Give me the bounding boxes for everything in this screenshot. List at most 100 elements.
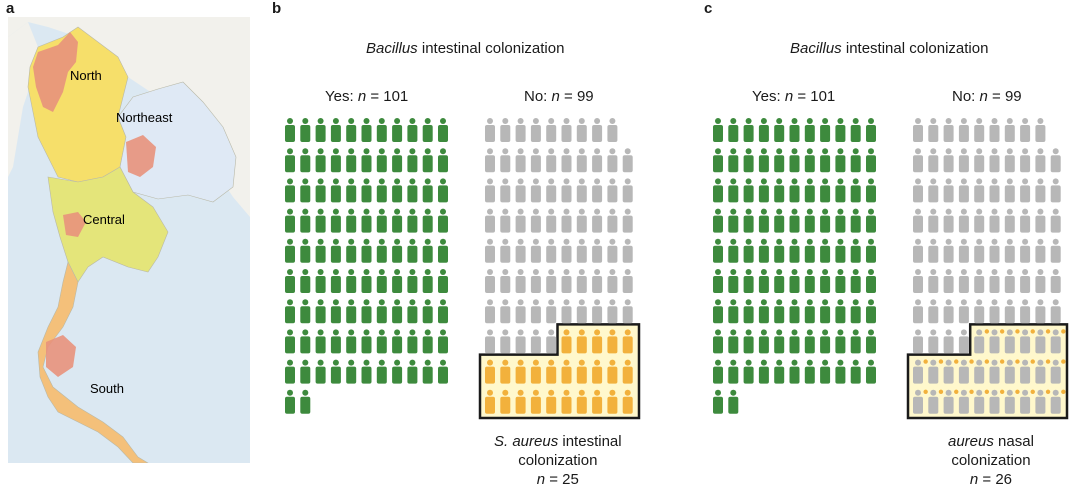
- yes-person-icon: [850, 178, 861, 203]
- yes-person-icon: [407, 299, 418, 324]
- highlight-province-northeast: [126, 135, 156, 177]
- region-central: [47, 166, 169, 283]
- yes-person-icon: [407, 329, 418, 354]
- highlight-person-icon: [1050, 389, 1061, 414]
- panel-b-caption: S. aureus intestinal colonization n = 25: [494, 432, 622, 489]
- highlight-dot: [999, 359, 1005, 364]
- highlight-person-icon: [592, 359, 603, 384]
- yes-person-icon: [758, 208, 769, 233]
- thailand-map: North Northeast Central South: [8, 17, 250, 463]
- yes-person-icon: [346, 238, 357, 263]
- yes-person-icon: [835, 118, 846, 142]
- highlight-person-icon: [576, 329, 587, 354]
- highlight-dot: [969, 389, 974, 394]
- yes-person-icon: [774, 359, 785, 384]
- thailand-map-svg: North Northeast Central South: [8, 17, 250, 463]
- no-person-icon: [913, 238, 923, 263]
- yes-person-icon: [789, 148, 800, 173]
- no-person-icon: [561, 269, 572, 293]
- yes-person-icon: [361, 269, 372, 293]
- yes-person-icon: [376, 269, 387, 293]
- no-person-icon: [546, 208, 557, 233]
- yes-person-icon: [774, 118, 785, 142]
- no-person-icon: [561, 118, 572, 142]
- highlight-person-icon: [989, 359, 1000, 384]
- yes-person-icon: [438, 359, 448, 384]
- no-person-icon: [485, 148, 495, 173]
- yes-person-icon: [866, 148, 876, 173]
- no-person-icon: [1035, 178, 1046, 203]
- panel-c-title: Bacillus intestinal colonization: [790, 40, 988, 57]
- no-person-icon: [592, 208, 603, 233]
- highlight-person-icon: [928, 389, 939, 414]
- no-person-icon: [530, 299, 541, 324]
- yes-person-icon: [850, 329, 861, 354]
- yes-person-icon: [346, 178, 357, 203]
- yes-person-icon: [758, 178, 769, 203]
- highlight-person-icon: [515, 359, 526, 384]
- yes-person-icon: [330, 208, 341, 233]
- yes-person-icon: [376, 329, 387, 354]
- yes-person-icon: [743, 359, 754, 384]
- yes-person-icon: [758, 269, 769, 293]
- yes-person-icon: [804, 178, 815, 203]
- yes-person-icon: [315, 208, 326, 233]
- panel-b-title: Bacillus intestinal colonization: [366, 40, 564, 57]
- neighbour-land-west: [8, 22, 38, 177]
- panel-b-title-rest: intestinal colonization: [417, 40, 565, 57]
- yes-person-icon: [407, 178, 418, 203]
- region-label-northeast: Northeast: [116, 110, 173, 125]
- no-person-icon: [561, 238, 572, 263]
- highlight-person-icon: [546, 389, 557, 414]
- yes-person-icon: [774, 148, 785, 173]
- no-person-icon: [485, 208, 495, 233]
- highlight-person-icon: [1004, 389, 1015, 414]
- yes-person-icon: [789, 269, 800, 293]
- yes-person-icon: [789, 238, 800, 263]
- no-person-icon: [607, 208, 618, 233]
- panel-c-caption-line2: colonization: [951, 452, 1031, 469]
- yes-person-icon: [285, 359, 295, 384]
- no-person-icon: [530, 329, 541, 354]
- yes-person-icon: [346, 329, 357, 354]
- no-person-icon: [974, 148, 985, 173]
- yes-person-icon: [866, 299, 876, 324]
- yes-person-icon: [315, 329, 326, 354]
- no-person-icon: [592, 178, 603, 203]
- yes-person-icon: [330, 148, 341, 173]
- no-person-icon: [1035, 208, 1046, 233]
- yes-person-icon: [713, 208, 723, 233]
- yes-person-icon: [407, 269, 418, 293]
- highlight-province-central: [63, 212, 86, 237]
- no-person-icon: [561, 178, 572, 203]
- yes-person-icon: [850, 208, 861, 233]
- no-n: n: [979, 88, 988, 105]
- panel-a-letter: a: [6, 0, 15, 17]
- yes-person-icon: [866, 329, 876, 354]
- no-person-icon: [500, 269, 511, 293]
- panel-b-caption-line2: colonization: [518, 452, 598, 469]
- yes-person-icon: [285, 329, 295, 354]
- highlight-dot: [1015, 359, 1020, 364]
- no-person-icon: [530, 118, 541, 142]
- yes-person-icon: [300, 118, 311, 142]
- yes-person-icon: [376, 359, 387, 384]
- highlight-dot: [1045, 389, 1051, 394]
- yes-person-icon: [438, 329, 448, 354]
- no-person-icon: [500, 148, 511, 173]
- no-person-icon: [592, 299, 603, 324]
- yes-person-icon: [713, 389, 723, 414]
- no-person-icon: [1004, 238, 1015, 263]
- yes-person-icon: [422, 238, 433, 263]
- no-person-icon: [974, 178, 985, 203]
- highlight-person-icon: [561, 329, 572, 354]
- no-person-icon: [943, 148, 954, 173]
- yes-person-icon: [300, 359, 311, 384]
- yes-person-icon: [713, 238, 723, 263]
- no-person-icon: [500, 238, 511, 263]
- yes-person-icon: [758, 148, 769, 173]
- no-person-icon: [928, 329, 939, 354]
- yes-person-icon: [422, 118, 433, 142]
- yes-person-icon: [361, 238, 372, 263]
- no-person-icon: [943, 269, 954, 293]
